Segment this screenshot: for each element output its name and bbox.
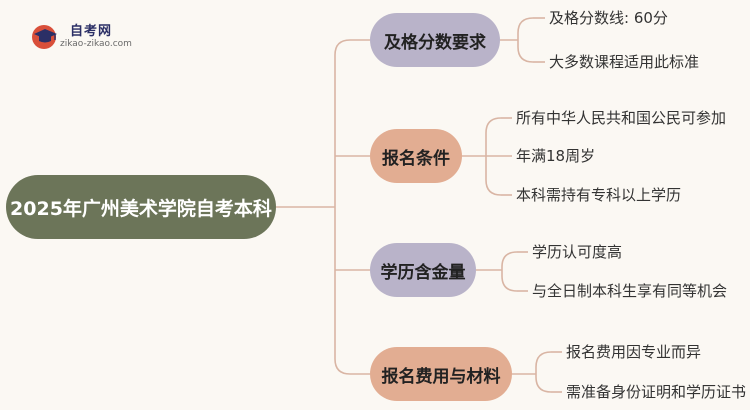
leaf-standard-scope: 大多数课程适用此标准 (549, 53, 700, 71)
graduation-cap-icon (32, 25, 57, 49)
branch-fees-materials: 报名费用与材料 (370, 347, 512, 401)
root-node: 2025年广州美术学院自考本科 (6, 175, 276, 239)
leaf-documents: 需准备身份证明和学历证书 (566, 383, 747, 401)
leaf-bracket-1 (517, 17, 534, 63)
logo-title: 自考网 (70, 24, 113, 39)
leaf-bracket-4 (535, 351, 552, 393)
leaf-equal-opportunity: 与全日制本科生享有同等机会 (532, 282, 728, 300)
trunk-connector (334, 39, 351, 375)
leaf-bracket-3 (501, 251, 518, 292)
leaf-citizens: 所有中华人民共和国公民可参加 (516, 109, 727, 127)
leaf-passing-line: 及格分数线: 60分 (549, 9, 668, 27)
leaf-diploma: 本科需持有专科以上学历 (516, 186, 682, 204)
branch-passing-score: 及格分数要求 (370, 13, 500, 67)
logo-subtitle: zikao-zikao.com (60, 39, 132, 49)
leaf-fees: 报名费用因专业而异 (566, 343, 702, 361)
branch-registration-conditions: 报名条件 (370, 129, 462, 183)
branch-degree-value: 学历含金量 (370, 243, 476, 297)
leaf-age: 年满18周岁 (516, 147, 596, 165)
site-logo: 自考网 zikao-zikao.com (30, 18, 150, 54)
leaf-recognition: 学历认可度高 (532, 243, 623, 261)
